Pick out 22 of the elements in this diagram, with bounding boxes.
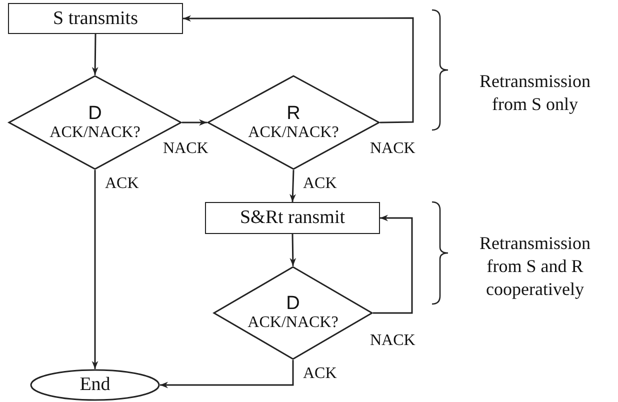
- bracket-note: Retransmission from S and R cooperatively: [478, 232, 592, 301]
- arrow: [92, 170, 98, 369]
- node-heading: D: [88, 104, 102, 124]
- arrow: [160, 360, 294, 388]
- arrow: [373, 214, 413, 314]
- node-text: ACK/NACK?: [248, 124, 339, 142]
- node-heading: D: [286, 294, 300, 314]
- arrow: [182, 119, 207, 126]
- node-text: ACK/NACK?: [248, 314, 338, 332]
- node-heading: R: [286, 104, 300, 124]
- node-text: End: [80, 376, 110, 394]
- arrow: [183, 15, 414, 124]
- process-box: [8, 3, 183, 34]
- process-box: [205, 202, 380, 234]
- node-text: ACK/NACK?: [50, 124, 140, 142]
- arrow: [290, 234, 296, 266]
- arrow: [290, 170, 296, 202]
- node-text: S transmits: [53, 10, 138, 28]
- terminal-ellipse: [30, 369, 160, 401]
- arrow: [92, 34, 98, 76]
- node-text: S&Rt ransmit: [240, 209, 346, 227]
- bracket-note: Retransmission from S only: [478, 70, 592, 116]
